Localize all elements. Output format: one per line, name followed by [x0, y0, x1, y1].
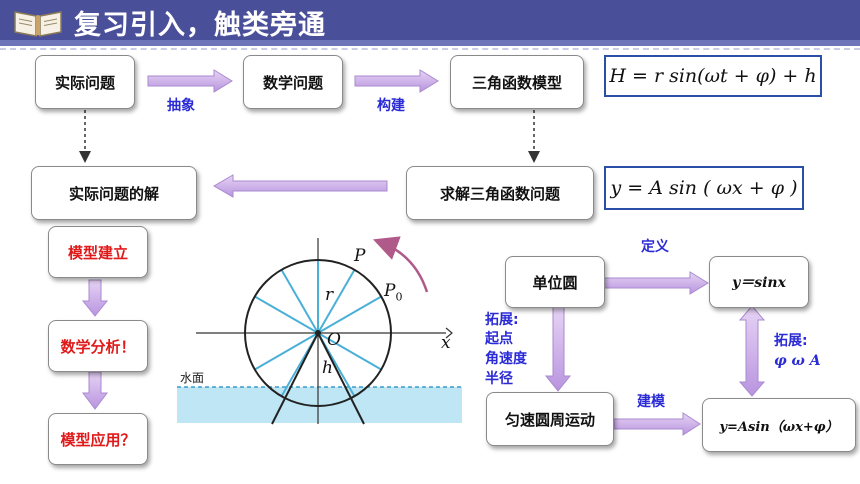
box-unit-circle: 单位圆 — [505, 256, 605, 308]
wheel-spokes — [254, 260, 382, 397]
arrow-step1-2 — [81, 279, 109, 317]
box-real-problem: 实际问题 — [35, 55, 135, 109]
box-real-solution: 实际问题的解 — [31, 166, 197, 220]
label-h: h — [322, 358, 333, 378]
label-abstract: 抽象 — [167, 98, 195, 114]
arrow-abstract — [147, 69, 233, 93]
arrow-expand-updown — [738, 305, 766, 397]
label-expand-right-2: φ ω A — [774, 353, 821, 369]
box-trig-model: 三角函数模型 — [450, 55, 584, 109]
arrow-to-solution — [213, 174, 388, 198]
arrow-expand-down — [544, 306, 572, 392]
header-bar — [0, 0, 860, 44]
label-construct: 构建 — [377, 98, 405, 114]
box-solve-trig: 求解三角函数问题 — [406, 166, 594, 220]
center-point — [315, 330, 321, 336]
label-expand-left-2: 起点 — [485, 331, 513, 347]
ferris-wheel-figure — [177, 236, 462, 425]
step-model-build: 模型建立 — [48, 226, 148, 278]
label-model: 建模 — [637, 394, 665, 410]
label-expand-left-3: 角速度 — [485, 351, 527, 367]
header-divider — [0, 48, 860, 50]
support-leg-left — [271, 332, 319, 425]
label-r: r — [325, 285, 334, 305]
label-define: 定义 — [641, 239, 669, 255]
label-expand-left-4: 半径 — [485, 371, 513, 387]
label-P0: P0 — [384, 281, 403, 304]
box-circular-motion: 匀速圆周运动 — [486, 392, 614, 446]
formula-y: y = A sin ( ωx + φ ) — [604, 166, 804, 210]
label-P: P — [354, 246, 366, 266]
label-x: x — [441, 333, 451, 353]
label-expand-left-1: 拓展: — [485, 312, 519, 328]
box-ysinx: y＝sinx — [709, 256, 809, 308]
step-model-apply: 模型应用？ — [48, 413, 148, 465]
page-title: 复习引入，触类旁通 — [74, 10, 326, 41]
header-stripe — [0, 40, 860, 46]
label-O: O — [327, 330, 341, 350]
rotation-arrow — [372, 236, 429, 293]
label-water: 水面 — [180, 371, 205, 385]
arrow-model — [613, 412, 701, 436]
arrow-construct — [354, 69, 439, 93]
label-expand-right-1: 拓展: — [774, 333, 808, 349]
box-math-problem: 数学问题 — [243, 55, 343, 109]
formula-H: H = r sin(ωt + φ) + h — [604, 55, 822, 97]
wheel-rim — [244, 259, 392, 407]
support-leg-right — [317, 332, 365, 425]
step-math-analysis: 数学分析！ — [48, 320, 148, 372]
arrow-define — [603, 271, 709, 295]
book-icon — [14, 11, 62, 37]
arrow-step2-3 — [82, 371, 108, 410]
box-yAsin: y=Asin（ωx+φ） — [702, 398, 856, 452]
